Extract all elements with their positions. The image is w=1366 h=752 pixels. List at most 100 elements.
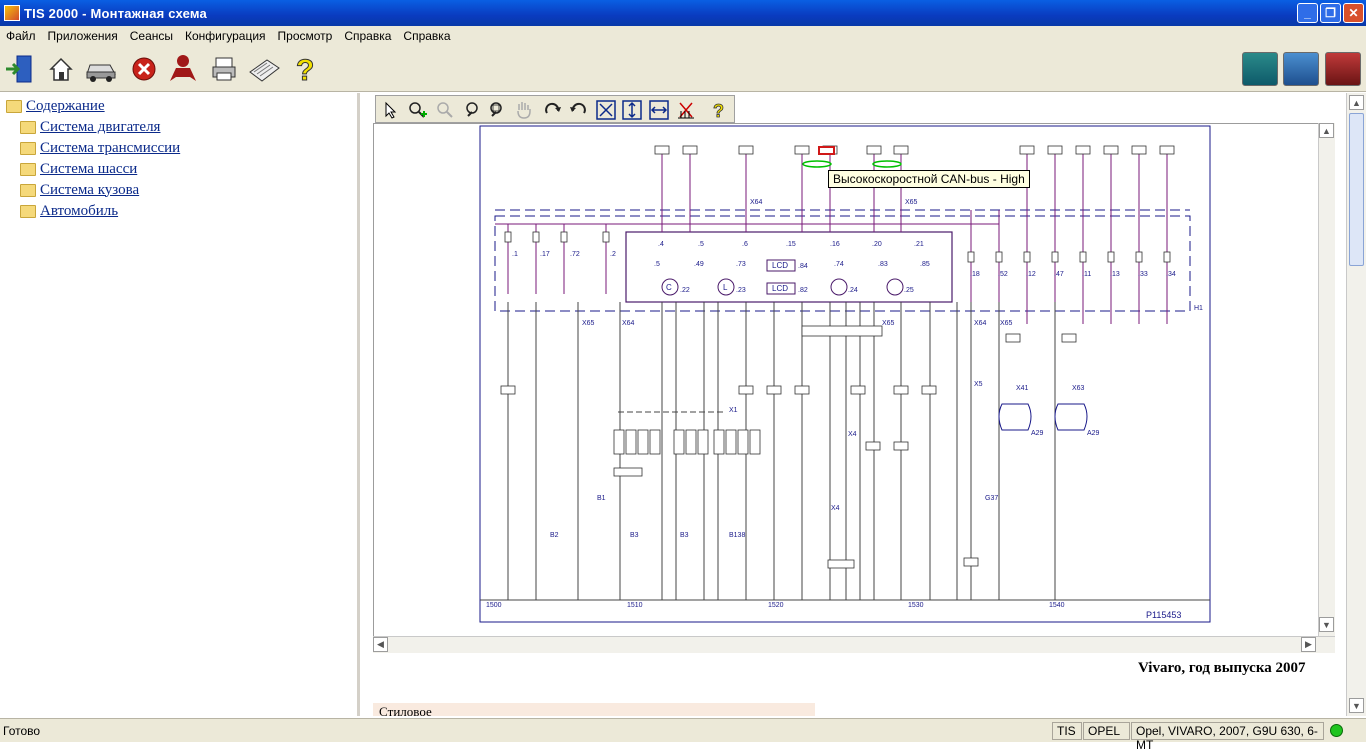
fit-height-icon[interactable] — [621, 99, 643, 120]
minimize-button[interactable]: _ — [1297, 3, 1318, 23]
connector-label: X63 — [1072, 385, 1085, 392]
connector-pin — [1103, 145, 1119, 155]
module-label: LCD — [772, 284, 788, 293]
connector-pin — [1047, 145, 1063, 155]
indicator-number: .11 — [1082, 271, 1091, 278]
connector-pin — [738, 145, 754, 155]
zoom-in-icon[interactable] — [406, 99, 428, 120]
connector-pin — [1005, 333, 1021, 343]
status-brand: OPEL — [1083, 722, 1130, 740]
tree-item-transmission[interactable]: Система трансмиссии — [20, 138, 180, 158]
magnify-icon[interactable] — [462, 99, 484, 120]
rotate-cw-icon[interactable] — [542, 99, 564, 120]
fuse — [1079, 251, 1087, 263]
print-icon[interactable] — [207, 52, 241, 86]
relay-block — [613, 429, 625, 455]
tree-root-label[interactable]: Содержание — [26, 97, 105, 114]
indicator-number: .47 — [1054, 271, 1064, 278]
menu-help[interactable]: Справка — [344, 29, 392, 43]
relay-block — [737, 429, 749, 455]
connector-pin — [1075, 145, 1091, 155]
zoom-out-icon[interactable] — [434, 99, 456, 120]
relay-block — [649, 429, 661, 455]
zoom-area-icon[interactable] — [486, 99, 508, 120]
scroll-thumb[interactable] — [1349, 113, 1364, 266]
tree-item-label[interactable]: Система двигателя — [40, 118, 161, 135]
indicator-number: .20 — [872, 241, 882, 248]
maximize-button[interactable]: ❐ — [1320, 3, 1341, 23]
indicator-number: .49 — [694, 261, 704, 268]
pointer-icon[interactable] — [380, 99, 402, 120]
component-label: A29 — [1087, 430, 1100, 437]
app-icon — [4, 5, 20, 21]
menu-view[interactable]: Просмотр — [277, 29, 333, 43]
window-title: TIS 2000 - Монтажная схема — [24, 5, 207, 21]
connector-pin — [1061, 333, 1077, 343]
wiring-diagram[interactable]: C L LCD LCD .4.5.6.15.16.20.21.5.49.73.8… — [374, 124, 1335, 653]
app-vehicle-icon[interactable] — [1283, 52, 1319, 86]
app-diag-icon[interactable] — [1242, 52, 1278, 86]
connector-pin — [850, 385, 866, 395]
fit-all-icon[interactable] — [595, 99, 617, 120]
menu-sessions[interactable]: Сеансы — [129, 29, 173, 43]
contents-tree: Содержание Система двигателя Система тра… — [0, 93, 360, 716]
indicator-number: .24 — [848, 287, 858, 294]
scroll-down-icon[interactable]: ▼ — [1319, 617, 1334, 632]
relay-block — [685, 429, 697, 455]
module-label: C — [666, 283, 672, 292]
fuse — [602, 231, 610, 243]
tree-item-label[interactable]: Система трансмиссии — [40, 139, 181, 156]
menu-help-2[interactable]: Справка — [403, 29, 451, 43]
indicator-number: .4 — [658, 241, 664, 248]
rotate-ccw-icon[interactable] — [567, 99, 589, 120]
tree-item-label[interactable]: Система кузова — [40, 181, 140, 198]
help-icon[interactable]: ? — [708, 99, 730, 120]
manual-icon[interactable] — [247, 52, 281, 86]
fuse — [1107, 251, 1115, 263]
pane-vscroll[interactable]: ▲ ▼ — [1346, 93, 1366, 716]
connector-pin — [893, 385, 909, 395]
tree-item-engine[interactable]: Система двигателя — [20, 117, 160, 137]
tree-root[interactable]: Содержание — [6, 96, 105, 116]
indicator-number: .22 — [680, 287, 690, 294]
indicator-number: .73 — [736, 261, 746, 268]
menu-file[interactable]: Файл — [6, 29, 36, 43]
indicator-number: .52 — [998, 271, 1008, 278]
tree-item-body[interactable]: Система кузова — [20, 180, 139, 200]
stop-icon[interactable] — [127, 52, 161, 86]
scroll-up-icon[interactable]: ▲ — [1349, 95, 1364, 110]
app-car-icon[interactable] — [1325, 52, 1361, 86]
tree-item-label[interactable]: Система шасси — [40, 160, 138, 177]
wiring-diagram-viewport[interactable]: C L LCD LCD .4.5.6.15.16.20.21.5.49.73.8… — [373, 123, 1335, 653]
indicator-number: .13 — [1110, 271, 1120, 278]
wire-tooltip: Высокоскоростной CAN-bus - High — [828, 170, 1030, 188]
tree-item-vehicle[interactable]: Автомобиль — [20, 201, 118, 221]
fuse — [995, 251, 1003, 263]
diagram-hscroll[interactable]: ◀ ▶ — [373, 636, 1335, 653]
highlight-icon[interactable] — [675, 99, 697, 120]
user-icon[interactable] — [166, 52, 200, 86]
fit-width-icon[interactable] — [648, 99, 670, 120]
help-icon[interactable]: ? — [289, 52, 323, 86]
indicator-number: .82 — [798, 287, 808, 294]
close-button[interactable]: ✕ — [1343, 3, 1364, 23]
menu-config[interactable]: Конфигурация — [185, 29, 266, 43]
scroll-left-icon[interactable]: ◀ — [373, 637, 388, 652]
tree-item-label[interactable]: Автомобиль — [40, 202, 119, 219]
bus-label: 1530 — [908, 602, 924, 609]
scroll-up-icon[interactable]: ▲ — [1319, 123, 1334, 138]
diagram-pane: ? C L LCD — [363, 93, 1366, 716]
tree-item-chassis[interactable]: Система шасси — [20, 159, 137, 179]
indicator-number: .5 — [654, 261, 660, 268]
home-icon[interactable] — [44, 52, 78, 86]
svg-text:?: ? — [713, 101, 724, 120]
scroll-right-icon[interactable]: ▶ — [1301, 637, 1316, 652]
exit-icon[interactable] — [2, 52, 36, 86]
scroll-down-icon[interactable]: ▼ — [1349, 698, 1364, 713]
vehicle-icon[interactable] — [84, 52, 118, 86]
connector-label: X1 — [729, 407, 738, 414]
menu-apps[interactable]: Приложения — [47, 29, 118, 43]
pan-hand-icon[interactable] — [513, 99, 535, 120]
diagram-vscroll[interactable]: ▲ ▼ — [1318, 123, 1335, 636]
indicator-number: .25 — [904, 287, 914, 294]
